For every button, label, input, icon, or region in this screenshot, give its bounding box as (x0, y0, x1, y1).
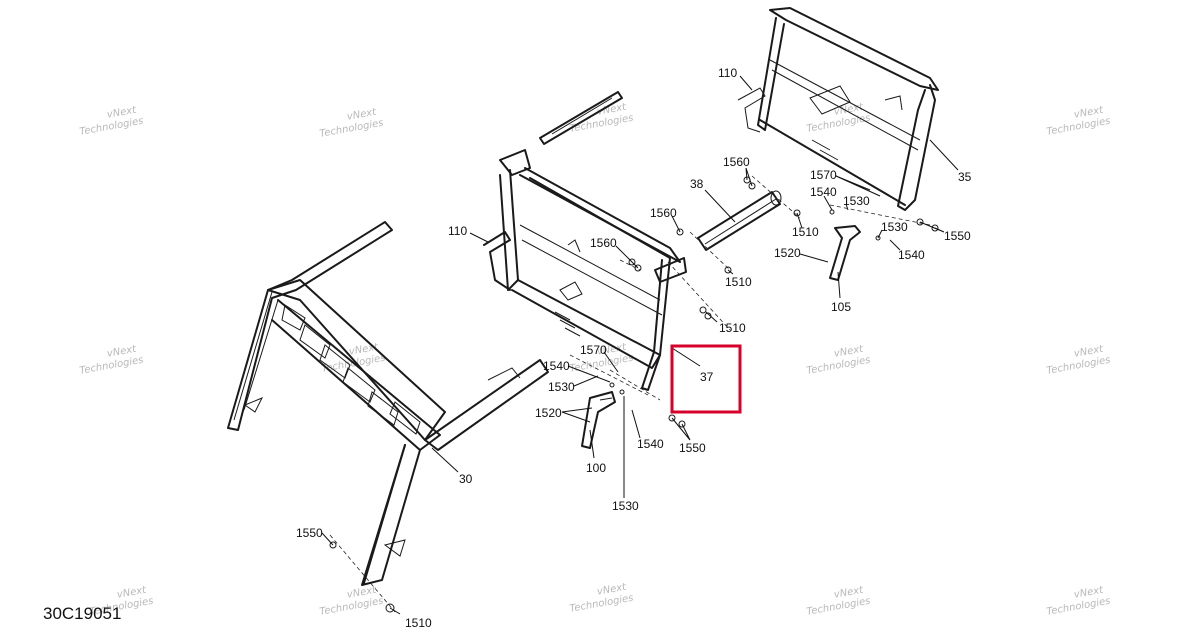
callout-1510-a: 1510 (792, 225, 819, 239)
watermark: vNext Technologies (806, 344, 872, 377)
callout-37: 37 (700, 370, 714, 384)
watermark-line1: vNext (833, 344, 865, 360)
watermark: vNext Technologies (806, 585, 872, 618)
watermark: vNext Technologies (319, 585, 385, 618)
watermark-line1: vNext (1073, 585, 1105, 601)
callouts: 30 110 110 35 38 37 100 105 1510 1510 15… (296, 66, 972, 630)
callout-35: 35 (958, 170, 972, 184)
callout-1530-b: 1530 (881, 220, 908, 234)
callout-1530-a: 1530 (843, 194, 870, 208)
callout-1540-a: 1540 (810, 185, 837, 199)
callout-1550-a: 1550 (944, 229, 971, 243)
fasteners (329, 176, 939, 613)
watermark-line1: vNext (596, 102, 628, 118)
callout-1540-d: 1540 (637, 437, 664, 451)
callout-100: 100 (586, 461, 606, 475)
watermark-layer: vNext Technologies vNext Technologies vN… (79, 102, 1112, 618)
callout-110-left: 110 (448, 224, 467, 238)
callout-1570-left: 1570 (580, 343, 607, 357)
callout-1550-c: 1550 (296, 526, 323, 540)
watermark: vNext Technologies (79, 105, 145, 138)
watermark-line1: vNext (1073, 344, 1105, 360)
callout-1510-c: 1510 (719, 321, 746, 335)
callout-1510-d: 1510 (405, 616, 432, 630)
part-100-bracket (581, 391, 616, 449)
callout-1520-left: 1520 (535, 406, 562, 420)
watermark-line1: vNext (833, 585, 865, 601)
watermark: vNext Technologies (569, 582, 635, 615)
watermark-line1: vNext (346, 585, 378, 601)
callout-1560-b: 1560 (650, 206, 677, 220)
part-35-rear-frame (737, 7, 939, 211)
watermark-line1: vNext (596, 342, 628, 358)
callout-1550-b: 1550 (679, 441, 706, 455)
watermark-line1: vNext (106, 105, 138, 121)
part-110-rear-frame (483, 149, 687, 391)
part-105-bracket (829, 225, 861, 281)
diagram-code: 30C19051 (43, 604, 121, 623)
callout-1530-c: 1530 (548, 380, 575, 394)
callout-1520-right: 1520 (774, 246, 801, 260)
highlight-box-37 (670, 344, 742, 414)
callout-1560-c: 1560 (590, 236, 617, 250)
callout-1540-c: 1540 (543, 359, 570, 373)
part-roof-rail (539, 91, 623, 145)
watermark: vNext Technologies (569, 102, 635, 135)
watermark: vNext Technologies (1046, 344, 1112, 377)
part-38-cross-tube (697, 190, 782, 251)
part-30-cab-frame (227, 221, 549, 586)
watermark-line1: vNext (116, 585, 148, 601)
callout-1570-right: 1570 (810, 168, 837, 182)
watermark: vNext Technologies (79, 344, 145, 377)
callout-110-right: 110 (718, 66, 737, 80)
callout-1510-b: 1510 (725, 275, 752, 289)
callout-1560-a: 1560 (723, 155, 750, 169)
watermark: vNext Technologies (1046, 585, 1112, 618)
watermark: vNext Technologies (319, 107, 385, 140)
watermark-line1: vNext (1073, 105, 1105, 121)
callout-1540-b: 1540 (898, 248, 925, 262)
callout-1530-d: 1530 (612, 499, 639, 513)
watermark-line1: vNext (346, 107, 378, 123)
callout-38: 38 (690, 177, 704, 191)
hardware-lines (329, 175, 931, 613)
watermark-line1: vNext (106, 344, 138, 360)
watermark: vNext Technologies (1046, 105, 1112, 138)
callout-30: 30 (459, 472, 473, 486)
watermark-line1: vNext (596, 582, 628, 598)
callout-105: 105 (831, 300, 851, 314)
